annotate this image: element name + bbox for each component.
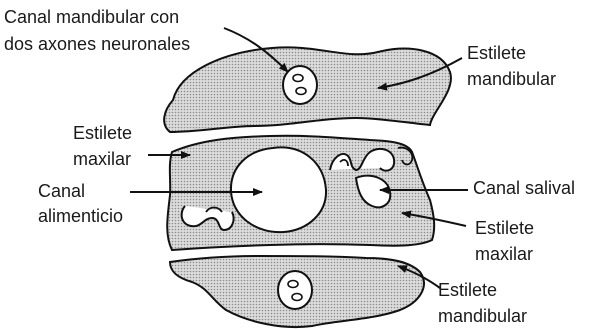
label-estilete-maxilar-right-line1: Estilete [475,218,534,238]
label-estilete-maxilar-left-line1: Estilete [73,123,132,143]
axon-top-1 [293,75,303,82]
label-estilete-mandibular-top-line2: mandibular [467,69,556,89]
label-estilete-mandibular-bottom: Estilete mandibular [438,280,527,326]
axon-bottom-1 [288,281,298,288]
food-canal [231,147,326,232]
label-canal-mandibular-line1: Canal mandibular con [4,7,179,27]
label-estilete-maxilar-left: Estilete maxilar [73,123,137,169]
mandibular-canal-bottom [278,271,312,309]
label-estilete-mandibular-bottom-line2: mandibular [438,306,527,326]
axon-bottom-2 [292,294,302,301]
label-canal-alimenticio-line1: Canal [38,181,85,201]
label-estilete-mandibular-bottom-line1: Estilete [438,280,497,300]
label-estilete-maxilar-right: Estilete maxilar [475,218,539,264]
label-canal-mandibular-line2: dos axones neuronales [4,34,190,54]
label-canal-mandibular: Canal mandibular con dos axones neuronal… [4,7,190,54]
label-estilete-maxilar-left-line2: maxilar [73,149,131,169]
label-canal-salival: Canal salival [473,178,575,198]
label-canal-alimenticio-line2: alimenticio [38,206,123,226]
label-estilete-mandibular-top: Estilete mandibular [467,43,556,89]
label-estilete-maxilar-right-line2: maxilar [475,244,533,264]
axon-top-2 [296,88,306,95]
label-estilete-mandibular-top-line1: Estilete [467,43,526,63]
label-canal-salival-line1: Canal salival [473,178,575,198]
label-canal-alimenticio: Canal alimenticio [38,181,123,226]
